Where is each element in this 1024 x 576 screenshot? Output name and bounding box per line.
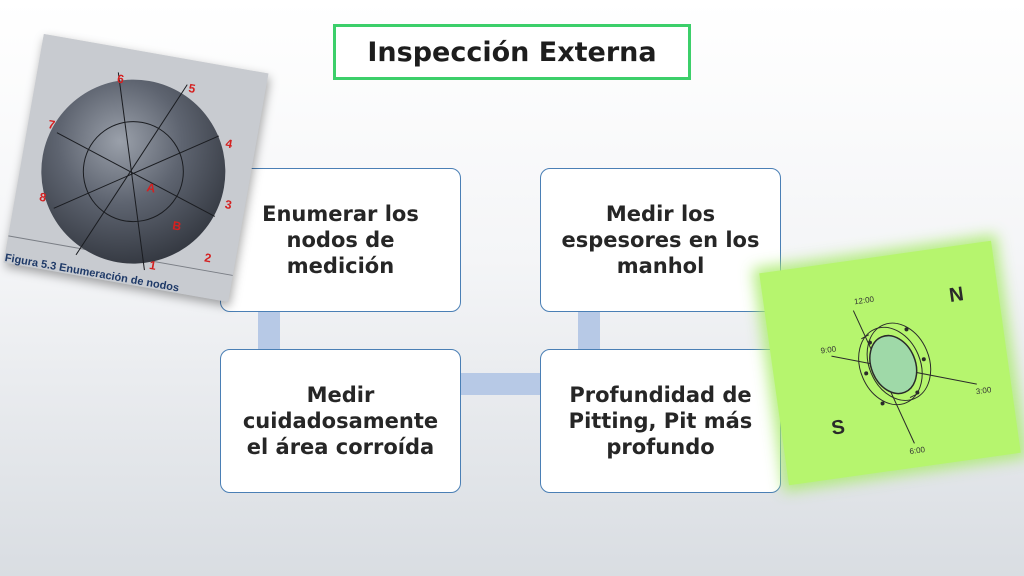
node-number-8: 8 xyxy=(38,190,47,205)
node-number-5: 5 xyxy=(187,81,196,96)
node-number-4: 4 xyxy=(224,136,233,151)
node-measure-thickness: Medir los espesores en los manhol xyxy=(540,168,781,312)
dome-drawing: 1 2 3 4 5 6 7 8 A B xyxy=(3,33,269,303)
connector-middle-horizontal xyxy=(455,373,547,395)
node-measure-thickness-label: Medir los espesores en los manhol xyxy=(561,201,760,279)
compass-south: S xyxy=(830,416,846,440)
node-number-7: 7 xyxy=(47,117,56,132)
node-pitting-depth-label: Profundidad de Pitting, Pit más profundo xyxy=(568,382,753,460)
node-number-2: 2 xyxy=(203,250,212,265)
dome-sphere xyxy=(41,79,226,264)
clock-label-6: 6:00 xyxy=(909,445,926,456)
node-measure-corroded-label: Medir cuidadosamente el área corroída xyxy=(242,382,439,460)
dome-node-figure: 1 2 3 4 5 6 7 8 A B xyxy=(3,33,269,303)
manhole-orientation-figure: 12:00 3:00 6:00 9:00 N S xyxy=(759,240,1021,486)
node-number-1: 1 xyxy=(148,258,157,273)
node-letter-a: A xyxy=(146,180,157,195)
node-measure-corroded: Medir cuidadosamente el área corroída xyxy=(220,349,461,493)
page-title: Inspección Externa xyxy=(367,36,657,68)
node-pitting-depth: Profundidad de Pitting, Pit más profundo xyxy=(540,349,781,493)
node-letter-b: B xyxy=(171,218,182,233)
clock-label-3: 3:00 xyxy=(975,385,992,396)
node-number-3: 3 xyxy=(224,197,233,212)
clock-label-9: 9:00 xyxy=(820,344,837,355)
manhole-drawing: 12:00 3:00 6:00 9:00 N S xyxy=(820,283,992,456)
connector-left-vertical xyxy=(258,305,280,355)
compass-north: N xyxy=(948,283,965,307)
clock-label-12: 12:00 xyxy=(854,295,876,307)
node-enumerate: Enumerar los nodos de medición xyxy=(220,168,461,312)
node-enumerate-label: Enumerar los nodos de medición xyxy=(262,201,419,279)
connector-right-vertical xyxy=(578,305,600,355)
title-box: Inspección Externa xyxy=(333,24,691,80)
node-number-6: 6 xyxy=(116,71,125,86)
